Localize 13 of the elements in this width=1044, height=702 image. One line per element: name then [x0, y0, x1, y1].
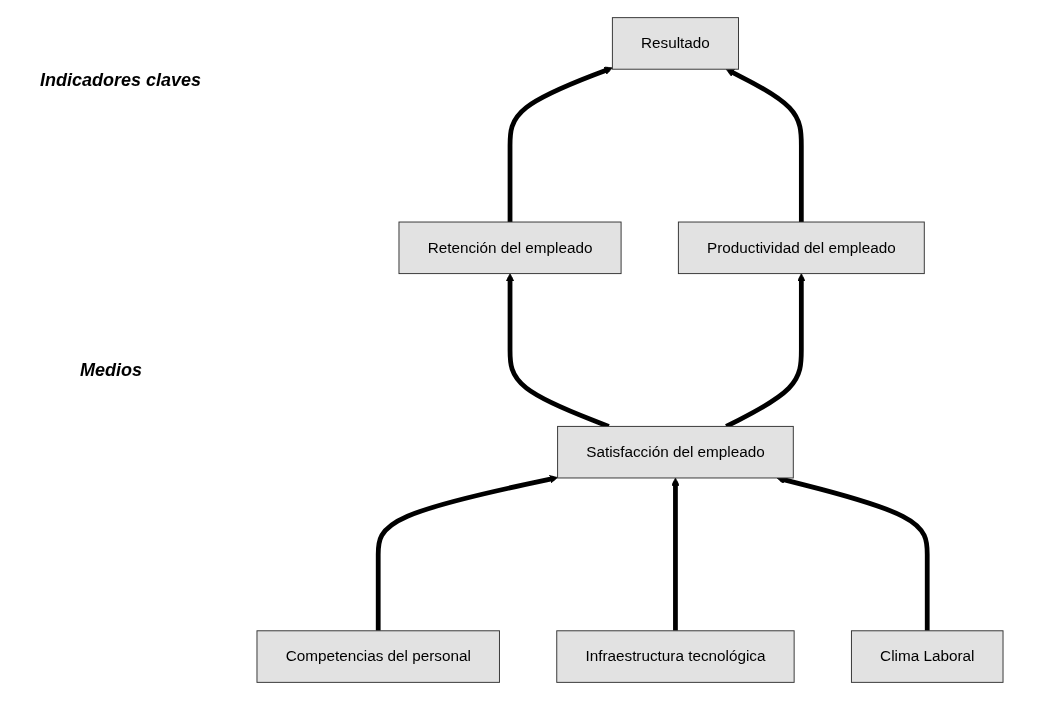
node-box: Retención del empleado — [398, 221, 622, 275]
section-label: Medios — [80, 360, 142, 381]
arrow — [375, 475, 558, 631]
node-box: Competencias del personal — [256, 630, 500, 683]
node-box: Clima Laboral — [850, 630, 1004, 683]
node-box: Productividad del empleado — [677, 221, 925, 275]
arrow — [671, 477, 680, 631]
node-box: Satisfacción del empleado — [557, 425, 794, 479]
arrow — [725, 68, 804, 222]
section-label: Indicadores claves — [40, 70, 202, 91]
node-box: Resultado — [611, 17, 739, 70]
node-box: Infraestructura tecnológica — [556, 630, 795, 683]
arrow — [507, 66, 613, 222]
